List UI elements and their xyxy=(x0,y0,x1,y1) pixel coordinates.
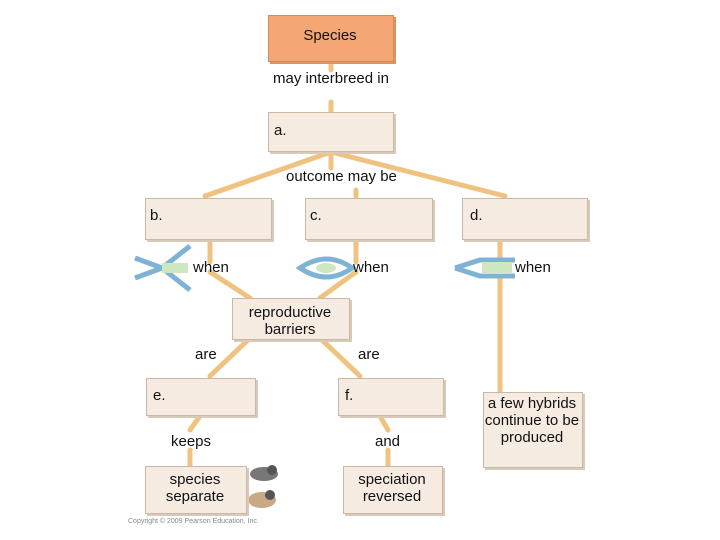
box-a xyxy=(268,112,394,152)
reproductive-barriers-box xyxy=(232,298,350,340)
are-label-left: are xyxy=(195,346,217,363)
copyright-footer: Copyright © 2009 Pearson Education, Inc. xyxy=(128,518,259,525)
box-b xyxy=(145,198,272,240)
species-separate-label: species separate xyxy=(165,471,225,505)
when-label-d: when xyxy=(515,259,551,276)
box-e xyxy=(146,378,256,416)
few-hybrids-box xyxy=(483,392,583,468)
reproductive-barriers-label: reproductive barriers xyxy=(248,304,332,338)
outcome-label: outcome may be xyxy=(286,168,397,185)
when-label-c: when xyxy=(353,259,389,276)
box-c xyxy=(305,198,433,240)
box-e-label: e. xyxy=(153,387,166,404)
box-b-label: b. xyxy=(150,207,163,224)
few-hybrids-label: a few hybrids continue to be produced xyxy=(484,395,580,446)
contact-diagram-c xyxy=(295,256,357,280)
speciation-reversed-box xyxy=(343,466,443,514)
species-label: Species xyxy=(303,27,357,44)
interbreed-label: may interbreed in xyxy=(273,70,389,87)
species-separate-box xyxy=(145,466,247,514)
box-f-label: f. xyxy=(345,387,354,404)
box-f xyxy=(338,378,444,416)
are-label-right: are xyxy=(358,346,380,363)
bird-icon xyxy=(248,465,278,508)
box-c-label: c. xyxy=(310,207,322,224)
and-label: and xyxy=(375,433,401,450)
contact-diagram-d xyxy=(454,257,515,279)
keeps-label: keeps xyxy=(171,433,212,450)
box-d-label: d. xyxy=(470,207,483,224)
box-a-label: a. xyxy=(274,122,287,139)
species-box xyxy=(268,15,394,62)
contact-diagram-b xyxy=(134,244,192,292)
box-d xyxy=(462,198,588,240)
when-label-b: when xyxy=(193,259,229,276)
speciation-reversed-label: speciation reversed xyxy=(358,471,426,505)
